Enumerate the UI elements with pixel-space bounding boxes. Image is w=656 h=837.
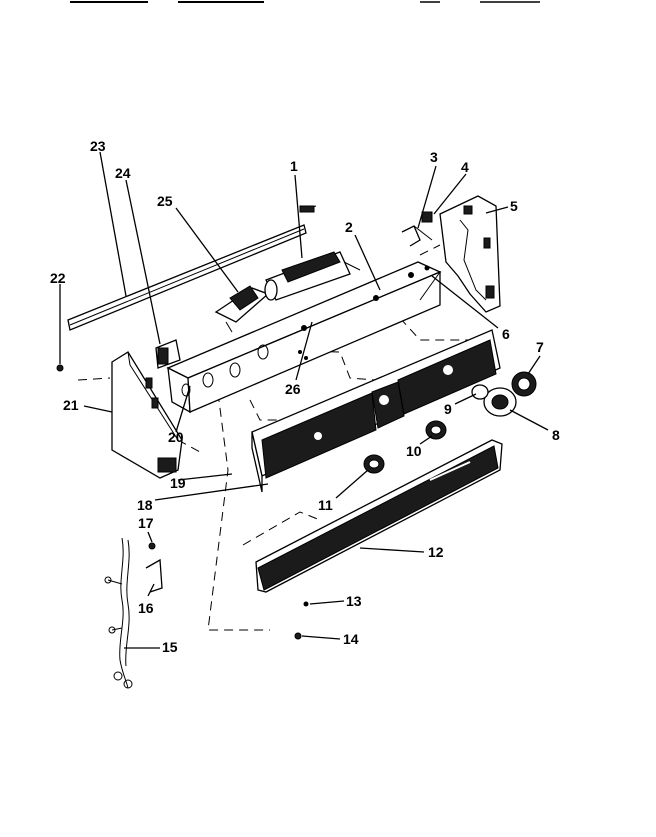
part-5-side-bracket [439, 195, 501, 313]
callout-21: 21 [63, 397, 79, 413]
part-13-screw [303, 601, 309, 607]
control-panel [166, 261, 442, 414]
callout-5: 5 [510, 198, 518, 214]
callout-labels: 1 2 3 4 5 6 7 8 9 10 11 12 13 14 15 16 1… [50, 138, 560, 655]
callout-24: 24 [115, 165, 131, 181]
callout-11: 11 [318, 497, 333, 513]
part-17-screw [148, 542, 156, 550]
callout-7: 7 [536, 339, 544, 355]
callout-17: 17 [138, 515, 154, 531]
part-14-screw [294, 632, 302, 640]
callout-20: 20 [168, 429, 184, 445]
part-11-knob [363, 454, 385, 474]
part-18-front-panel [251, 329, 501, 493]
part-7-knob [511, 371, 537, 397]
callout-25: 25 [157, 193, 173, 209]
assembly-dashed-lines [77, 244, 470, 631]
part-4-clip [421, 211, 433, 223]
part-23-rear-panel [67, 205, 317, 331]
part-8-knob-ring [483, 387, 517, 417]
part-25-timer [214, 285, 270, 333]
callout-19: 19 [170, 475, 186, 491]
callout-15: 15 [162, 639, 178, 655]
part-15-wiring-harness [104, 537, 133, 689]
part-24-switch [155, 339, 181, 369]
part-9-knob-skirt [471, 384, 489, 400]
callout-12: 12 [428, 544, 444, 560]
part-10-knob [425, 420, 447, 440]
callout-18: 18 [137, 497, 153, 513]
callout-23: 23 [90, 138, 106, 154]
part-1-lamp [264, 251, 361, 301]
callout-26: 26 [285, 381, 301, 397]
callout-9: 9 [444, 401, 452, 417]
callout-6: 6 [502, 326, 510, 342]
part-21-end-cap [111, 351, 183, 479]
callout-1: 1 [290, 158, 298, 174]
part-12-lower-trim [255, 439, 503, 593]
part-22-screw [56, 364, 64, 372]
callout-3: 3 [430, 149, 438, 165]
callout-13: 13 [346, 593, 362, 609]
callout-14: 14 [343, 631, 359, 647]
callout-8: 8 [552, 427, 560, 443]
callout-16: 16 [138, 600, 154, 616]
callout-10: 10 [406, 443, 422, 459]
callout-22: 22 [50, 270, 66, 286]
part-3-bracket [401, 225, 433, 247]
part-26-fastener [298, 350, 308, 360]
callout-4: 4 [461, 159, 469, 175]
callout-2: 2 [345, 219, 353, 235]
part-16-bracket [145, 558, 163, 593]
leader-lines [59, 151, 549, 649]
